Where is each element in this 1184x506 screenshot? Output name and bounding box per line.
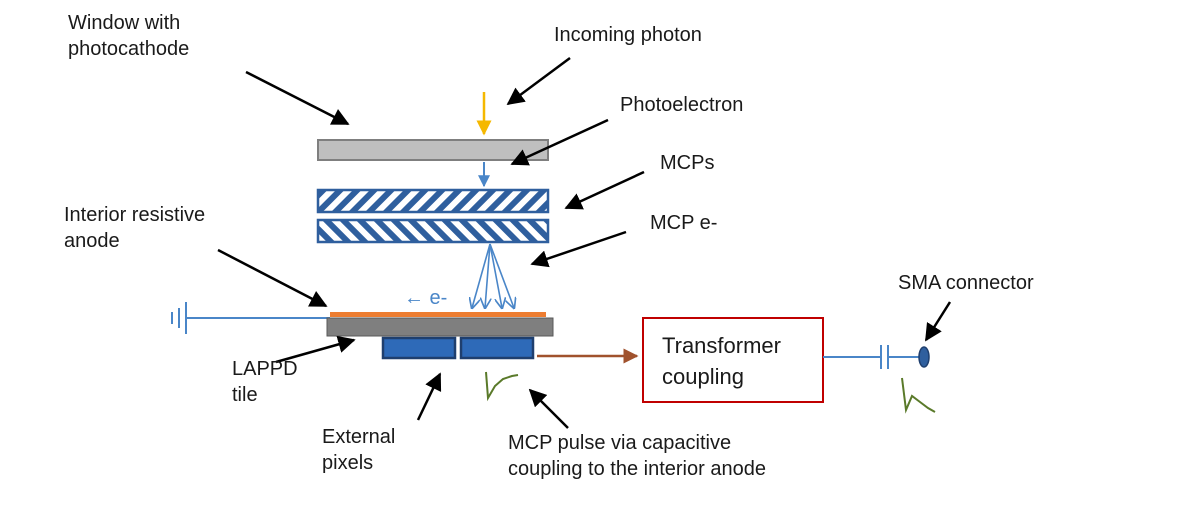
external-pixel-left bbox=[381, 336, 457, 360]
external-pixels-label: External pixels bbox=[322, 424, 395, 476]
transformer-coupling-box bbox=[642, 317, 824, 403]
output-pulse-waveform bbox=[901, 377, 936, 414]
mcp-electron-shower bbox=[472, 243, 514, 308]
sma-connector bbox=[918, 346, 930, 368]
pointer-arrows bbox=[217, 56, 952, 429]
mcp-plate-top bbox=[316, 188, 550, 214]
interior-resistive-anode bbox=[330, 312, 546, 317]
external-label-line1: External bbox=[322, 426, 396, 448]
incoming-photon-label: Incoming photon bbox=[554, 22, 702, 48]
sma-connector-text: SMA connector bbox=[898, 272, 1034, 294]
ground-wire bbox=[171, 302, 330, 334]
external-label-line2: pixels bbox=[322, 452, 374, 474]
mcp-pulse-label: MCP pulse via capacitive coupling to the… bbox=[508, 430, 766, 482]
mcp-plate-bottom bbox=[316, 218, 550, 244]
interior-label-line2: anode bbox=[64, 230, 120, 252]
lappd-label-line1: LAPPD bbox=[232, 358, 298, 380]
mcp-pulse-waveform bbox=[485, 371, 519, 402]
electron-flow-label: ← e- bbox=[404, 287, 447, 309]
transformer-label-line2: coupling bbox=[662, 364, 744, 389]
external-pixel-right bbox=[459, 336, 535, 360]
mcps-text: MCPs bbox=[660, 152, 715, 174]
pulse-label-line2: coupling to the interior anode bbox=[508, 458, 766, 480]
lappd-tile-label: LAPPD tile bbox=[232, 356, 298, 408]
window-photocathode bbox=[317, 139, 549, 161]
transformer-label-line1: Transformer bbox=[662, 333, 781, 358]
window-label-line1: Window with bbox=[68, 12, 181, 34]
lappd-tile bbox=[326, 317, 554, 337]
output-capacitor bbox=[823, 345, 920, 369]
pulse-label-line1: MCP pulse via capacitive bbox=[508, 432, 732, 454]
sma-connector-label: SMA connector bbox=[898, 270, 1034, 296]
photoelectron-text: Photoelectron bbox=[620, 94, 744, 116]
electron-flow-text: ← e- bbox=[404, 287, 448, 309]
mcp-e-label: MCP e- bbox=[650, 210, 717, 236]
mcp-e-text: MCP e- bbox=[650, 212, 718, 234]
incoming-photon-text: Incoming photon bbox=[554, 24, 702, 46]
photoelectron-label: Photoelectron bbox=[620, 92, 743, 118]
lappd-label-line2: tile bbox=[232, 384, 258, 406]
window-label-line2: photocathode bbox=[68, 38, 190, 60]
interior-resistive-anode-label: Interior resistive anode bbox=[64, 202, 205, 254]
mcps-label: MCPs bbox=[660, 150, 714, 176]
window-photocathode-label: Window with photocathode bbox=[68, 10, 189, 62]
transformer-coupling-label: Transformer coupling bbox=[642, 330, 840, 392]
interior-label-line1: Interior resistive bbox=[64, 204, 206, 226]
